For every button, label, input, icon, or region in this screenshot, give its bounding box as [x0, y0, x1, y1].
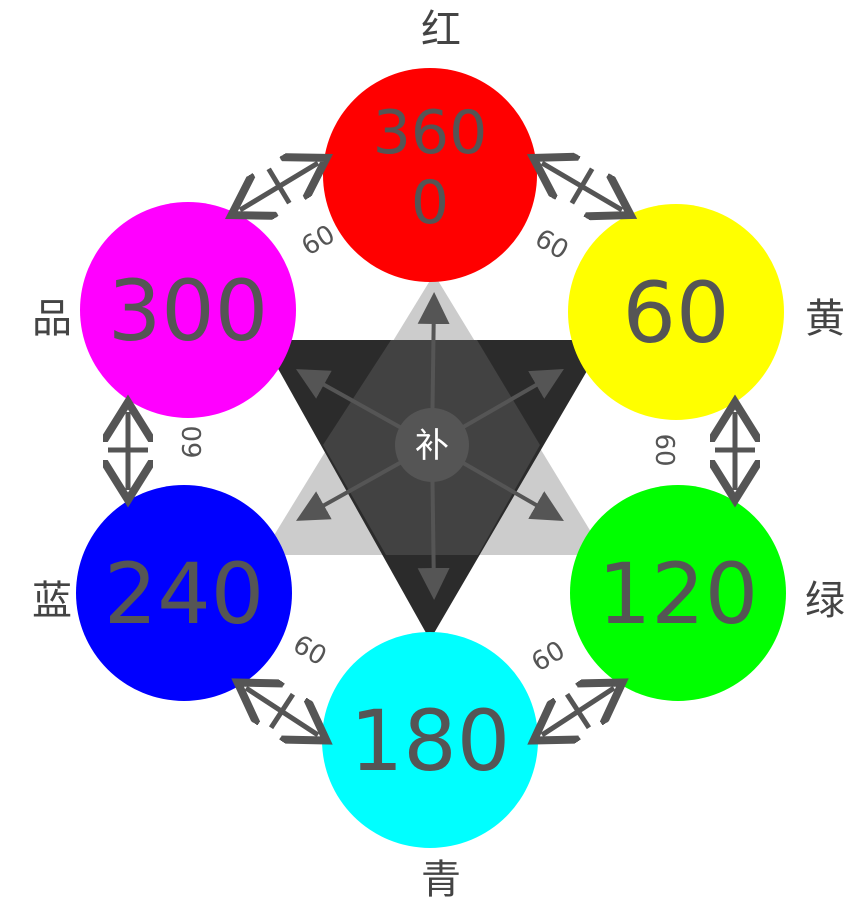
step-tick-magenta-red [266, 167, 292, 205]
green-circle [570, 485, 786, 701]
step-label-magenta-red: 60 [297, 220, 341, 263]
center-label: 补 [415, 426, 449, 466]
blue-circle [76, 485, 292, 701]
yellow-name-label: 黄 [805, 296, 845, 342]
magenta-name-label: 品 [32, 296, 72, 342]
step-label-cyan-blue: 60 [288, 630, 332, 673]
red-name-label: 红 [421, 7, 461, 53]
yellow-hue-value: 60 [623, 264, 730, 362]
green-hue-value: 120 [598, 545, 758, 643]
blue-hue-value: 240 [104, 545, 264, 643]
cyan-circle [322, 632, 538, 848]
center-badge [395, 408, 469, 482]
step-tick-red-yellow [569, 167, 595, 205]
step-label-yellow-green: 60 [649, 433, 679, 466]
step-label-red-yellow: 60 [530, 224, 574, 267]
magenta-hue-value: 300 [108, 262, 268, 360]
magenta-circle [80, 202, 296, 418]
red-circle [323, 68, 537, 282]
step-tick-green-cyan [564, 692, 592, 730]
green-name-label: 绿 [805, 578, 845, 624]
step-label-blue-magenta: 60 [178, 425, 208, 458]
yellow-circle [568, 204, 784, 420]
step-label-green-cyan: 60 [527, 636, 571, 679]
red-hue-value-line-1: 360 [373, 98, 488, 168]
red-hue-value-line-2: 0 [411, 168, 449, 238]
step-tick-cyan-blue [268, 692, 296, 730]
cyan-hue-value: 180 [350, 692, 510, 790]
blue-name-label: 蓝 [32, 578, 72, 624]
cyan-name-label: 青 [421, 857, 461, 897]
